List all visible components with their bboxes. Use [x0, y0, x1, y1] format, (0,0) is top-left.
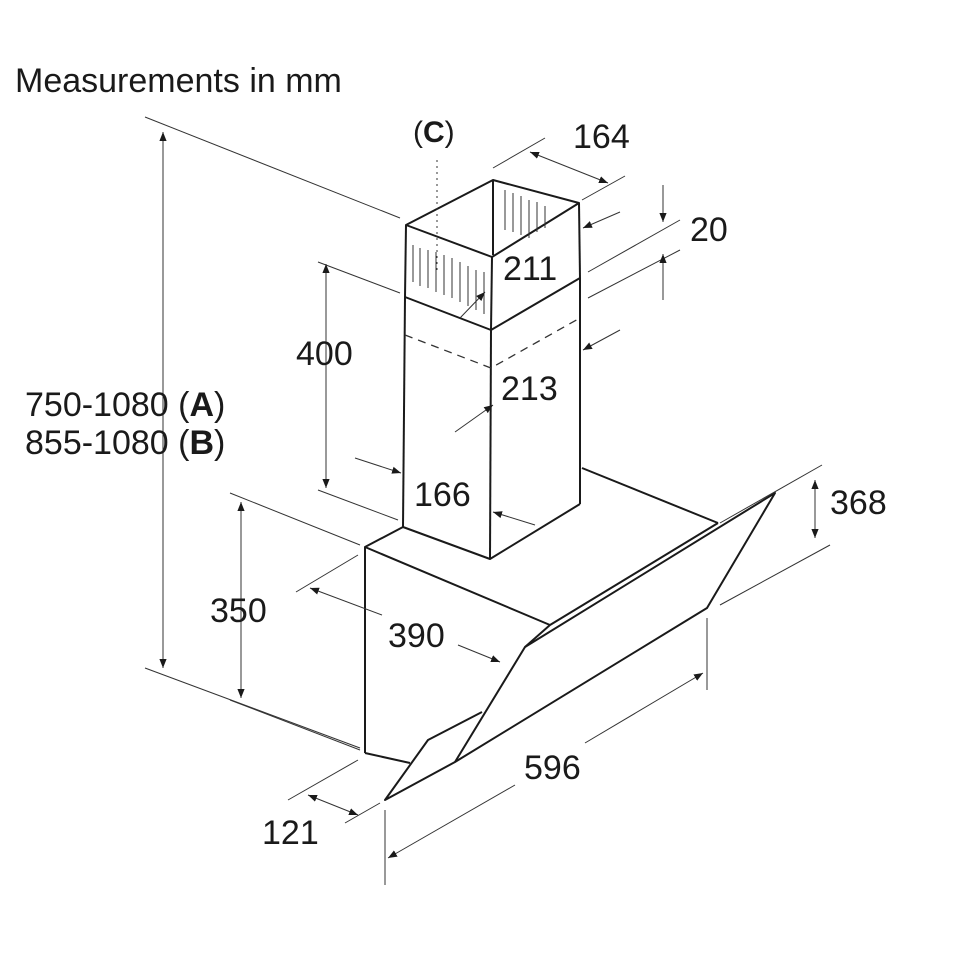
inner-depth-label: 211 [503, 250, 558, 288]
chimney-lower [402, 278, 581, 560]
chimney-width-label: 166 [414, 476, 471, 514]
total-height-b-label: 855-1080 (B) [25, 426, 225, 460]
chimney-top-width-label: 164 [573, 118, 630, 156]
paren-close: ) [444, 116, 455, 149]
paren-close: ) [214, 386, 226, 424]
outer-depth-label: 213 [501, 370, 558, 408]
width-label: 596 [524, 749, 581, 787]
dimension-lines [144, 116, 831, 885]
variant-a-label: A [189, 386, 215, 424]
hood-height-label: 350 [210, 592, 267, 630]
glass-panel [384, 492, 776, 801]
front-offset-label: 121 [262, 814, 319, 852]
total-height-a-value: 750-1080 ( [25, 386, 190, 424]
overlap-label: 20 [690, 211, 728, 249]
hood-body [364, 467, 719, 764]
title: Measurements in mm [15, 62, 342, 100]
total-height-a-label: 750-1080 (A) [25, 388, 225, 422]
total-height-b-value: 855-1080 ( [25, 424, 190, 462]
paren-open: ( [413, 116, 423, 149]
glass-height-label: 368 [830, 484, 887, 522]
variant-c: C [423, 116, 445, 149]
paren-close: ) [214, 424, 226, 462]
variant-b-label: B [189, 424, 215, 462]
depth-label: 390 [388, 617, 445, 655]
chimney-lower-height-label: 400 [296, 335, 353, 373]
variant-c-label: (C) [413, 118, 455, 148]
vent-slots-icon [412, 190, 546, 314]
